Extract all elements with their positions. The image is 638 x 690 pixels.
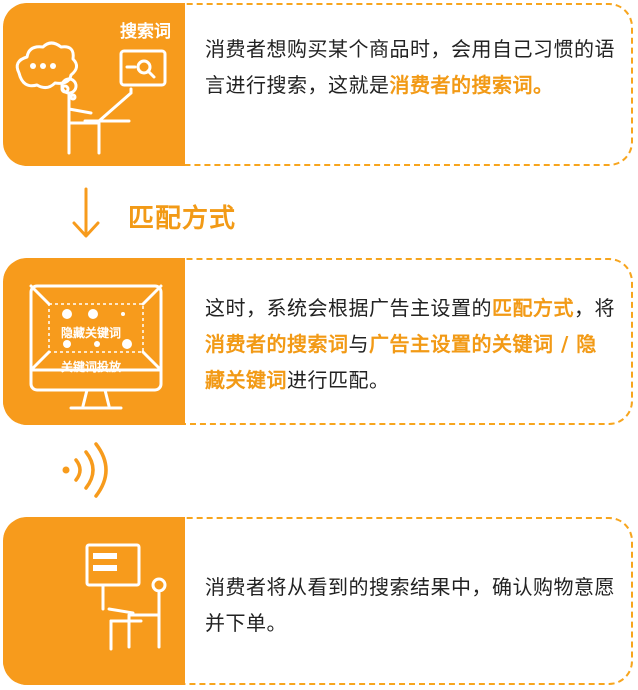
arrow-down-icon bbox=[72, 187, 100, 238]
match-method-label: 匹配方式 bbox=[128, 204, 237, 234]
card-text: 这时，系统会根据广告主设置的匹配方式，将消费者的搜索词与广告主设置的关键词 / … bbox=[205, 290, 615, 398]
monitor-icon bbox=[29, 284, 163, 410]
text-segment: 与 bbox=[348, 332, 369, 356]
text-segment: ，将 bbox=[574, 296, 615, 320]
text-segment: 消费者想购买某个商品时，会用自己习惯的语言进行搜索，这就是 bbox=[205, 37, 615, 97]
purchase-card: 消费者将从看到的搜索结果中，确认购物意愿并下单。 bbox=[3, 517, 633, 685]
match-card: 隐藏关键词 关键词投放 这时，系统会根据广告主设置的匹配方式，将消费者的搜索词与… bbox=[3, 258, 633, 425]
keyword-delivery-label: 关键词投放 bbox=[61, 360, 122, 374]
card-text: 消费者将从看到的搜索结果中，确认购物意愿并下单。 bbox=[205, 569, 615, 641]
text-highlight: 广告主设置的关键词 / 隐藏关键词 bbox=[205, 332, 597, 392]
search-term-card: 搜索词 消费者想购买某个商品时，会用自己习惯的语言进行搜索，这就是消费者的搜索词… bbox=[3, 3, 633, 166]
purchase-panel bbox=[3, 517, 185, 685]
text-segment: 消费者将从看到的搜索结果中，确认购物意愿并下单。 bbox=[205, 575, 615, 635]
text-highlight: 消费者的搜索词。 bbox=[389, 73, 554, 97]
shopping-person-icon bbox=[85, 543, 167, 651]
signal-icon bbox=[62, 442, 108, 498]
card-text: 消费者想购买某个商品时，会用自己习惯的语言进行搜索，这就是消费者的搜索词。 bbox=[205, 31, 615, 103]
search-term-panel: 搜索词 bbox=[3, 3, 185, 166]
text-segment: 这时，系统会根据广告主设置的 bbox=[205, 296, 492, 320]
text-highlight: 匹配方式 bbox=[492, 296, 574, 320]
text-highlight: 消费者的搜索词 bbox=[205, 332, 349, 356]
panel-title: 搜索词 bbox=[120, 22, 171, 42]
thinking-person-icon bbox=[15, 41, 167, 155]
keyword-panel: 隐藏关键词 关键词投放 bbox=[3, 258, 185, 425]
hidden-keyword-label: 隐藏关键词 bbox=[61, 326, 122, 340]
text-segment: 进行匹配。 bbox=[287, 368, 390, 392]
